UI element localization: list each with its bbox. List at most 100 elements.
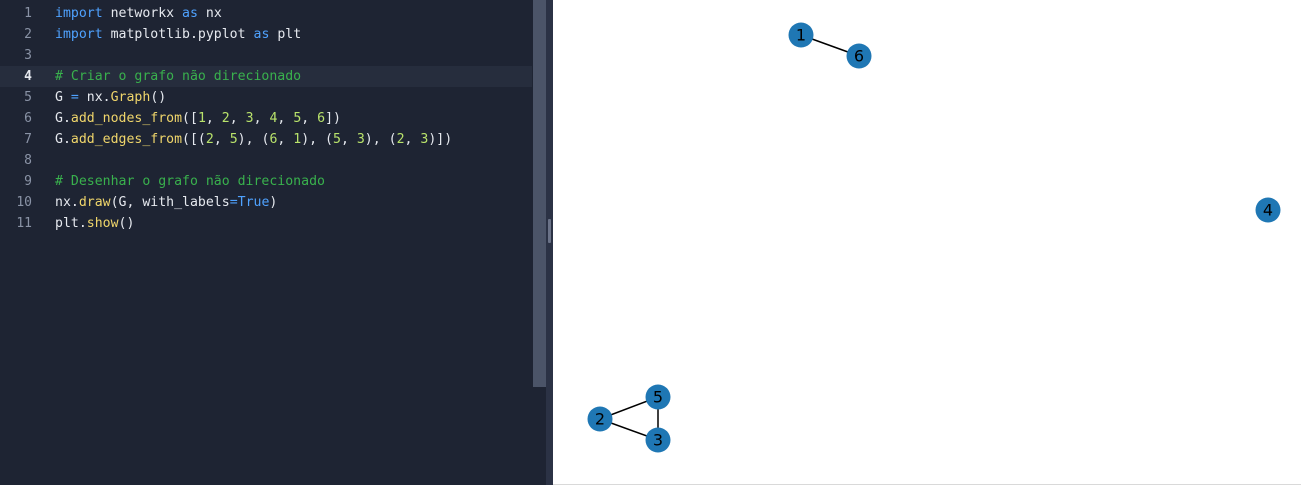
code-token: plt xyxy=(269,27,302,42)
code-token: import xyxy=(55,6,103,21)
code-line[interactable]: import networkx as nx xyxy=(0,3,532,24)
graph-node-label: 4 xyxy=(1263,201,1273,220)
graph-node xyxy=(587,406,613,432)
code-token: plt. xyxy=(55,216,87,231)
code-token: , xyxy=(277,111,294,126)
code-token: ([( xyxy=(182,132,206,147)
code-token: 3 xyxy=(356,132,365,147)
code-token: , xyxy=(205,111,222,126)
code-token: import xyxy=(55,27,103,42)
code-token: as xyxy=(253,27,270,42)
code-token: nx. xyxy=(55,195,79,210)
code-token: 5 xyxy=(333,132,341,147)
graph-node xyxy=(1255,197,1281,223)
code-token: , xyxy=(277,132,294,147)
code-token: 2 xyxy=(205,132,214,147)
code-line[interactable]: G.add_edges_from([(2, 5), (6, 1), (5, 3)… xyxy=(0,129,532,150)
code-token: )]) xyxy=(428,132,453,147)
code-token: G. xyxy=(55,132,71,147)
code-line[interactable]: G = nx.Graph() xyxy=(0,87,532,108)
code-token: 1 xyxy=(197,111,206,126)
code-token: ), ( xyxy=(237,132,270,147)
code-token: ([ xyxy=(182,111,198,126)
code-token: 6 xyxy=(269,132,278,147)
code-token: () xyxy=(150,90,167,105)
code-token: 3 xyxy=(245,111,254,126)
line-number: 3 xyxy=(24,48,32,63)
code-token: 2 xyxy=(396,132,405,147)
line-number: 9 xyxy=(24,174,32,189)
code-token: matplotlib.pyplot xyxy=(102,27,254,42)
code-line[interactable] xyxy=(0,45,532,66)
graph-node-label: 3 xyxy=(653,431,663,450)
graph-node-label: 5 xyxy=(653,388,663,407)
plot-output: 1 6 4 5 2 3 xyxy=(553,0,1301,485)
code-token: , xyxy=(301,111,318,126)
line-number-gutter: 1 2 3 4 5 6 7 8 9 10 11 xyxy=(0,0,44,485)
code-token: add_nodes_from xyxy=(70,111,183,126)
code-token: ), ( xyxy=(364,132,397,147)
code-token: , xyxy=(404,132,421,147)
code-token: = xyxy=(229,195,238,210)
code-token: ), ( xyxy=(301,132,333,147)
code-token: , xyxy=(213,132,230,147)
code-token: G xyxy=(55,90,71,105)
code-token: # Desenhar o grafo não direcionado xyxy=(55,174,325,189)
line-number: 8 xyxy=(24,153,32,168)
code-token: 6 xyxy=(317,111,326,126)
line-number: 6 xyxy=(24,111,32,126)
code-line[interactable]: G.add_nodes_from([1, 2, 3, 4, 5, 6]) xyxy=(0,108,532,129)
divider-grip[interactable] xyxy=(548,219,551,243)
code-token: (G, with_labels xyxy=(110,195,230,210)
graph-figure: 1 6 4 5 2 3 xyxy=(587,22,1281,453)
code-token: 5 xyxy=(229,132,238,147)
code-line[interactable]: # Criar o grafo não direcionado xyxy=(0,66,532,87)
line-number: 10 xyxy=(16,195,32,210)
code-token: show xyxy=(86,216,119,231)
code-token: # Criar o grafo não direcionado xyxy=(55,69,302,84)
line-number: 2 xyxy=(24,27,32,42)
line-number: 5 xyxy=(24,90,32,105)
code-token: 5 xyxy=(293,111,302,126)
code-token: as xyxy=(182,6,198,21)
code-token: ]) xyxy=(325,111,341,126)
code-token: G. xyxy=(55,111,71,126)
code-token: 4 xyxy=(269,111,278,126)
code-token: ) xyxy=(269,195,278,210)
code-token: = xyxy=(70,90,79,105)
code-token: , xyxy=(340,132,357,147)
line-number: 1 xyxy=(24,6,32,21)
code-token: draw xyxy=(78,195,111,210)
code-token: nx. xyxy=(78,90,111,105)
line-number: 11 xyxy=(16,216,32,231)
code-token: nx xyxy=(197,6,222,21)
code-line[interactable]: # Desenhar o grafo não direcionado xyxy=(0,171,532,192)
code-line[interactable]: nx.draw(G, with_labels=True) xyxy=(0,192,532,213)
graph-node-label: 6 xyxy=(854,47,864,66)
line-number: 4 xyxy=(24,69,32,84)
code-token: , xyxy=(253,111,270,126)
code-token: add_edges_from xyxy=(70,132,183,147)
code-line[interactable] xyxy=(0,150,532,171)
graph-node xyxy=(645,427,671,453)
editor-scrollbar[interactable] xyxy=(533,0,546,387)
pane-divider[interactable] xyxy=(546,0,553,485)
graph-node-label: 2 xyxy=(595,410,605,429)
code-token: 3 xyxy=(420,132,429,147)
line-number: 7 xyxy=(24,132,32,147)
graph-node xyxy=(788,22,814,48)
code-token: 1 xyxy=(293,132,302,147)
code-token: networkx xyxy=(102,6,183,21)
graph-node xyxy=(846,43,872,69)
code-token: , xyxy=(229,111,246,126)
code-token: 2 xyxy=(221,111,230,126)
code-token: () xyxy=(118,216,135,231)
code-line[interactable]: import matplotlib.pyplot as plt xyxy=(0,24,532,45)
code-line[interactable]: plt.show() xyxy=(0,213,532,234)
graph-node xyxy=(645,384,671,410)
graph-node-label: 1 xyxy=(796,26,806,45)
code-token: Graph xyxy=(110,90,151,105)
code-token: True xyxy=(237,195,270,210)
